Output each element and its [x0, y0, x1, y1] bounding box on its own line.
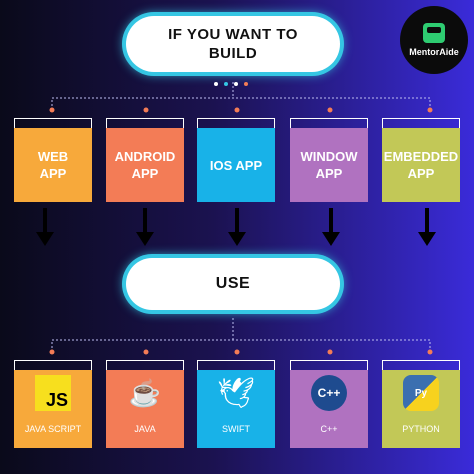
java-logo-icon: ☕	[128, 377, 162, 408]
python-logo-icon: Py	[403, 375, 439, 411]
box-tab	[106, 360, 184, 370]
use-label: USE	[215, 275, 251, 292]
language-box-body: Py PYTHON	[382, 370, 460, 448]
app-box-body: WINDOW APP	[290, 128, 368, 202]
box-tab	[382, 118, 460, 128]
graduation-cap-icon	[423, 23, 445, 43]
app-label: APP	[39, 166, 67, 181]
language-label: JAVA SCRIPT	[24, 424, 82, 434]
language-box-body: ☕ JAVA	[106, 370, 184, 448]
app-label: APP	[407, 166, 435, 181]
language-box-swift: 🕊 SWIFT	[197, 360, 275, 448]
arrow-down-icon	[418, 208, 436, 248]
language-box-body: 🕊 SWIFT	[197, 370, 275, 448]
connector-top	[51, 97, 431, 110]
box-tab	[290, 360, 368, 370]
title-pill: IF YOU WANT TO BUILD	[126, 16, 340, 72]
language-box-body: JS JAVA SCRIPT	[14, 370, 92, 448]
app-box-window: WINDOW APP	[290, 118, 368, 202]
box-tab	[197, 360, 275, 370]
app-label: EMBEDDED	[383, 149, 459, 164]
app-box-body: ANDROID APP	[106, 128, 184, 202]
box-tab	[14, 118, 92, 128]
app-box-android: ANDROID APP	[106, 118, 184, 202]
box-tab	[106, 118, 184, 128]
app-label: ANDROID	[114, 149, 176, 164]
language-box-cpp: C++ C++	[290, 360, 368, 448]
arrow-down-icon	[36, 208, 54, 248]
app-label: IOS APP	[209, 157, 263, 173]
app-label: APP	[131, 166, 159, 181]
cpp-logo-icon: C++	[311, 375, 347, 411]
app-box-ios: IOS APP	[197, 118, 275, 202]
language-label: JAVA	[134, 424, 156, 434]
connector-bottom	[51, 339, 431, 352]
language-box-javascript: JS JAVA SCRIPT	[14, 360, 92, 448]
language-box-python: Py PYTHON	[382, 360, 460, 448]
box-tab	[382, 360, 460, 370]
app-box-body: WEB APP	[14, 128, 92, 202]
brand-name: MentorAide	[409, 47, 459, 57]
brand-logo: MentorAide	[400, 6, 468, 74]
language-label: C++	[320, 424, 338, 434]
language-box-body: C++ C++	[290, 370, 368, 448]
box-tab	[197, 118, 275, 128]
title-line-1: IF YOU WANT TO	[168, 26, 298, 43]
arrow-down-icon	[228, 208, 246, 248]
arrow-down-icon	[322, 208, 340, 248]
app-box-body: IOS APP	[197, 128, 275, 202]
app-box-web: WEB APP	[14, 118, 92, 202]
connector-dots	[49, 82, 433, 355]
box-tab	[14, 360, 92, 370]
language-box-java: ☕ JAVA	[106, 360, 184, 448]
app-box-body: EMBEDDED APP	[382, 128, 460, 202]
app-box-embedded: EMBEDDED APP	[382, 118, 460, 202]
app-label: WINDOW	[300, 149, 358, 164]
javascript-logo-icon: JS	[35, 375, 71, 411]
app-label: WEB	[37, 149, 69, 164]
app-label: APP	[315, 166, 343, 181]
swift-logo-icon: 🕊	[216, 376, 256, 410]
title-line-2: BUILD	[208, 45, 258, 62]
box-tab	[290, 118, 368, 128]
use-pill: USE	[126, 258, 340, 310]
language-label: SWIFT	[222, 424, 250, 434]
language-label: PYTHON	[402, 424, 440, 434]
arrow-down-icon	[136, 208, 154, 248]
